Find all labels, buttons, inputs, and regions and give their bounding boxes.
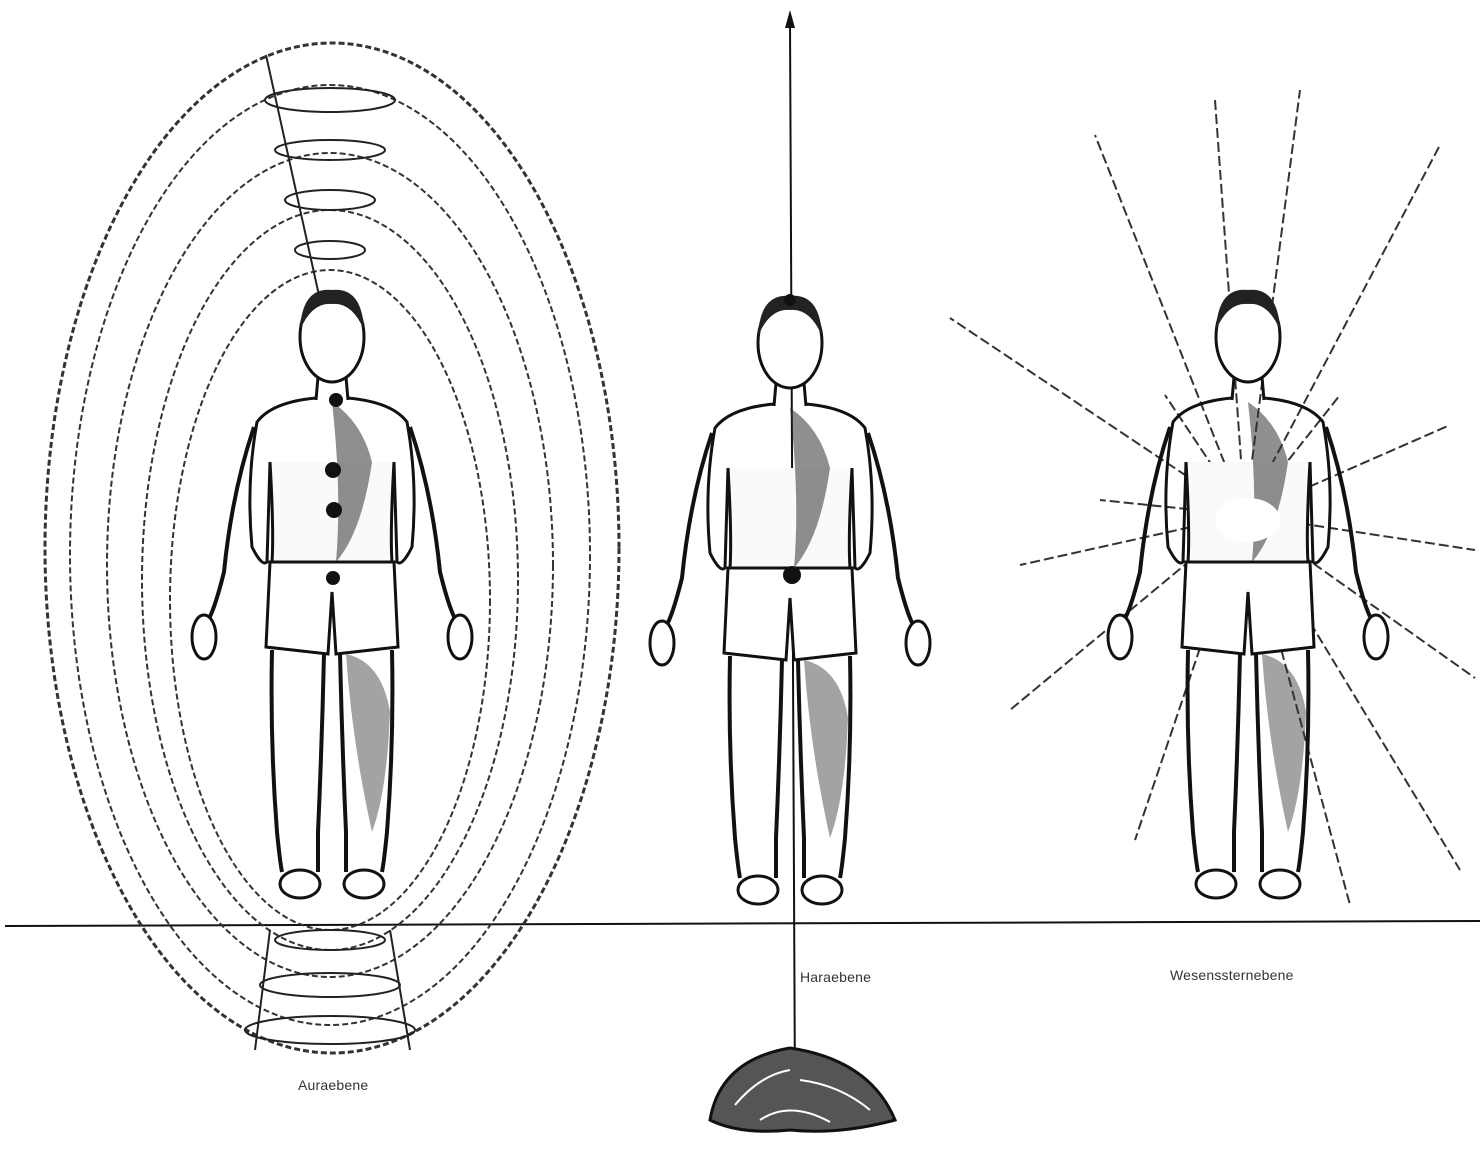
core-panel — [950, 90, 1475, 905]
aura-panel — [45, 43, 619, 1053]
caption-hara: Haraebene — [800, 969, 871, 985]
hara-panel — [650, 10, 930, 1131]
core-star — [1216, 498, 1280, 542]
caption-core: Wesenssternebene — [1170, 967, 1294, 983]
caption-aura: Auraebene — [298, 1077, 368, 1093]
hara-human-figure-icon — [650, 296, 930, 904]
ground-line — [5, 921, 1480, 926]
earth-mound-icon — [710, 1048, 895, 1131]
aura-human-figure-icon — [192, 290, 472, 898]
core-human-figure-icon — [1108, 290, 1388, 898]
